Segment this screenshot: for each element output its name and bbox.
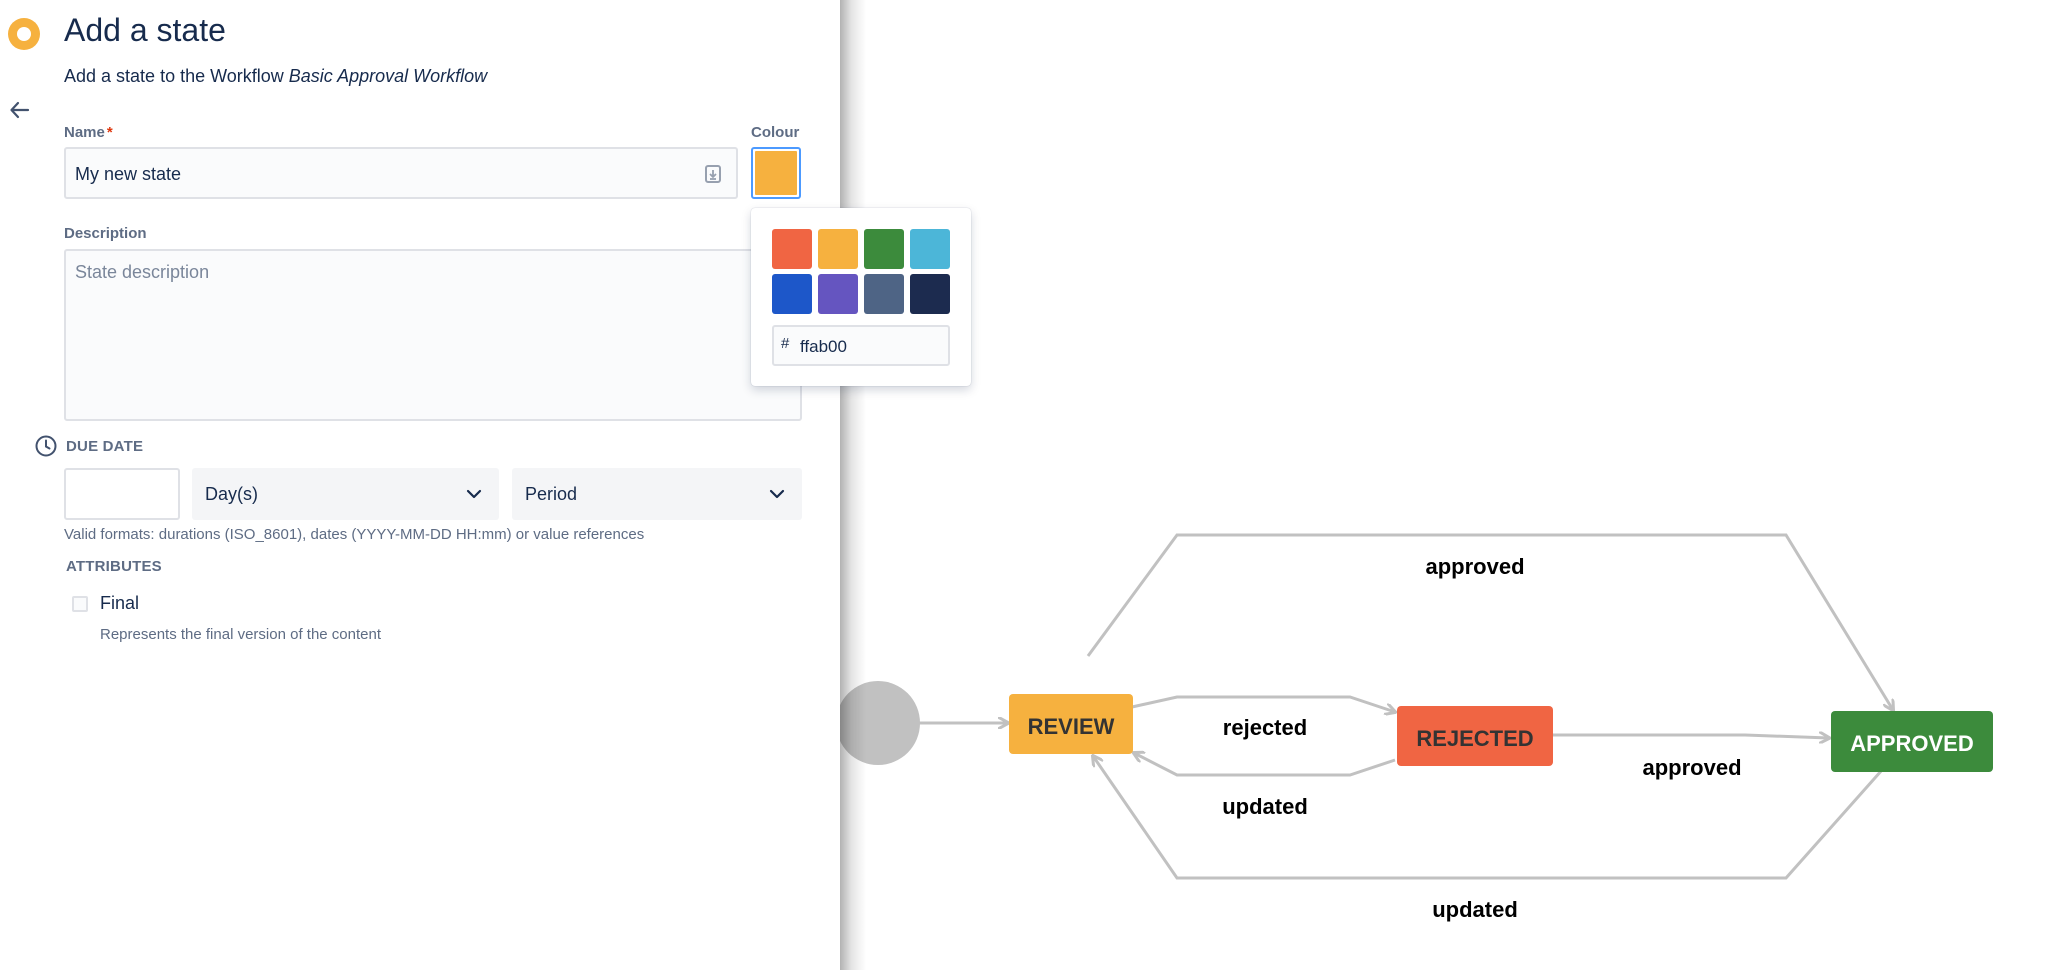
colour-swatch[interactable] <box>910 229 950 269</box>
final-checkbox-label[interactable]: Final <box>100 593 140 613</box>
page-title: Add a state <box>64 12 226 48</box>
edge-rejected-to-approved <box>1553 735 1829 738</box>
start-node[interactable] <box>836 681 920 765</box>
colour-swatch[interactable] <box>772 229 812 269</box>
panel-shadow <box>840 0 866 970</box>
transition-label[interactable]: rejected <box>1223 715 1307 740</box>
description-placeholder: State description <box>75 262 210 282</box>
state-review-label: REVIEW <box>1028 714 1115 739</box>
state-status-icon <box>8 18 40 50</box>
back-arrow-icon[interactable] <box>8 98 32 122</box>
page-subtitle: Add a state to the Workflow Basic Approv… <box>64 66 487 87</box>
edge-review-to-approved <box>1086 533 1893 710</box>
hash-prefix: # <box>781 335 790 352</box>
subtitle-prefix: Add a state to the Workflow <box>64 66 289 86</box>
edge-rejected-to-review <box>1134 753 1396 777</box>
due-date-hint: Valid formats: durations (ISO_8601), dat… <box>64 526 645 543</box>
colour-label: Colour <box>751 124 800 141</box>
edge-approved-to-review <box>1093 756 1884 880</box>
state-rejected-label: REJECTED <box>1416 726 1533 751</box>
transition-label[interactable]: updated <box>1222 794 1308 819</box>
state-rejected-box <box>1397 706 1553 766</box>
clock-icon <box>35 435 57 457</box>
colour-swatch[interactable] <box>864 274 904 314</box>
chevron-down-icon <box>769 489 785 499</box>
state-review-box <box>1009 694 1133 754</box>
colour-swatch[interactable] <box>864 229 904 269</box>
period-select[interactable]: Period <box>512 468 802 520</box>
keyboard-entry-icon[interactable] <box>704 164 722 184</box>
edge-review-to-rejected <box>1131 695 1395 712</box>
transition-label[interactable]: approved <box>1425 554 1524 579</box>
due-unit-value: Day(s) <box>205 484 258 504</box>
colour-picker-popover: # ffab00 <box>751 208 971 386</box>
state-approved-box <box>1831 711 1993 772</box>
colour-swatch[interactable] <box>910 274 950 314</box>
workflow-name: Basic Approval Workflow <box>288 66 488 86</box>
hex-value: ffab00 <box>800 337 847 356</box>
attributes-label: ATTRIBUTES <box>66 558 162 575</box>
transition-label[interactable]: approved <box>1642 755 1741 780</box>
name-input[interactable]: My new state <box>64 147 738 199</box>
period-value: Period <box>525 484 578 504</box>
hex-colour-input[interactable]: # ffab00 <box>772 325 950 366</box>
final-description: Represents the final version of the cont… <box>100 626 382 643</box>
required-mark: * <box>106 124 113 141</box>
name-label-text: Name <box>64 124 105 141</box>
name-input-value: My new state <box>75 164 182 184</box>
description-textarea[interactable]: State description <box>64 249 802 421</box>
colour-swatch[interactable] <box>772 274 812 314</box>
transition-label[interactable]: updated <box>1432 897 1518 922</box>
selected-colour-fill <box>755 151 797 195</box>
name-label: Name* <box>64 124 113 141</box>
due-date-input[interactable] <box>64 468 180 520</box>
state-approved-label: APPROVED <box>1850 731 1973 756</box>
due-date-label: DUE DATE <box>66 438 144 455</box>
add-state-panel: Add a state Add a state to the Workflow … <box>0 0 971 970</box>
state-review[interactable]: REVIEW <box>1009 694 1133 754</box>
due-unit-select[interactable]: Day(s) <box>192 468 499 520</box>
final-checkbox[interactable] <box>72 596 88 612</box>
colour-swatch[interactable] <box>818 274 858 314</box>
chevron-down-icon <box>466 489 482 499</box>
state-approved[interactable]: APPROVED <box>1831 711 1993 772</box>
colour-picker-button[interactable] <box>751 147 801 199</box>
description-label: Description <box>64 225 147 242</box>
colour-swatch[interactable] <box>818 229 858 269</box>
state-rejected[interactable]: REJECTED <box>1397 706 1553 766</box>
